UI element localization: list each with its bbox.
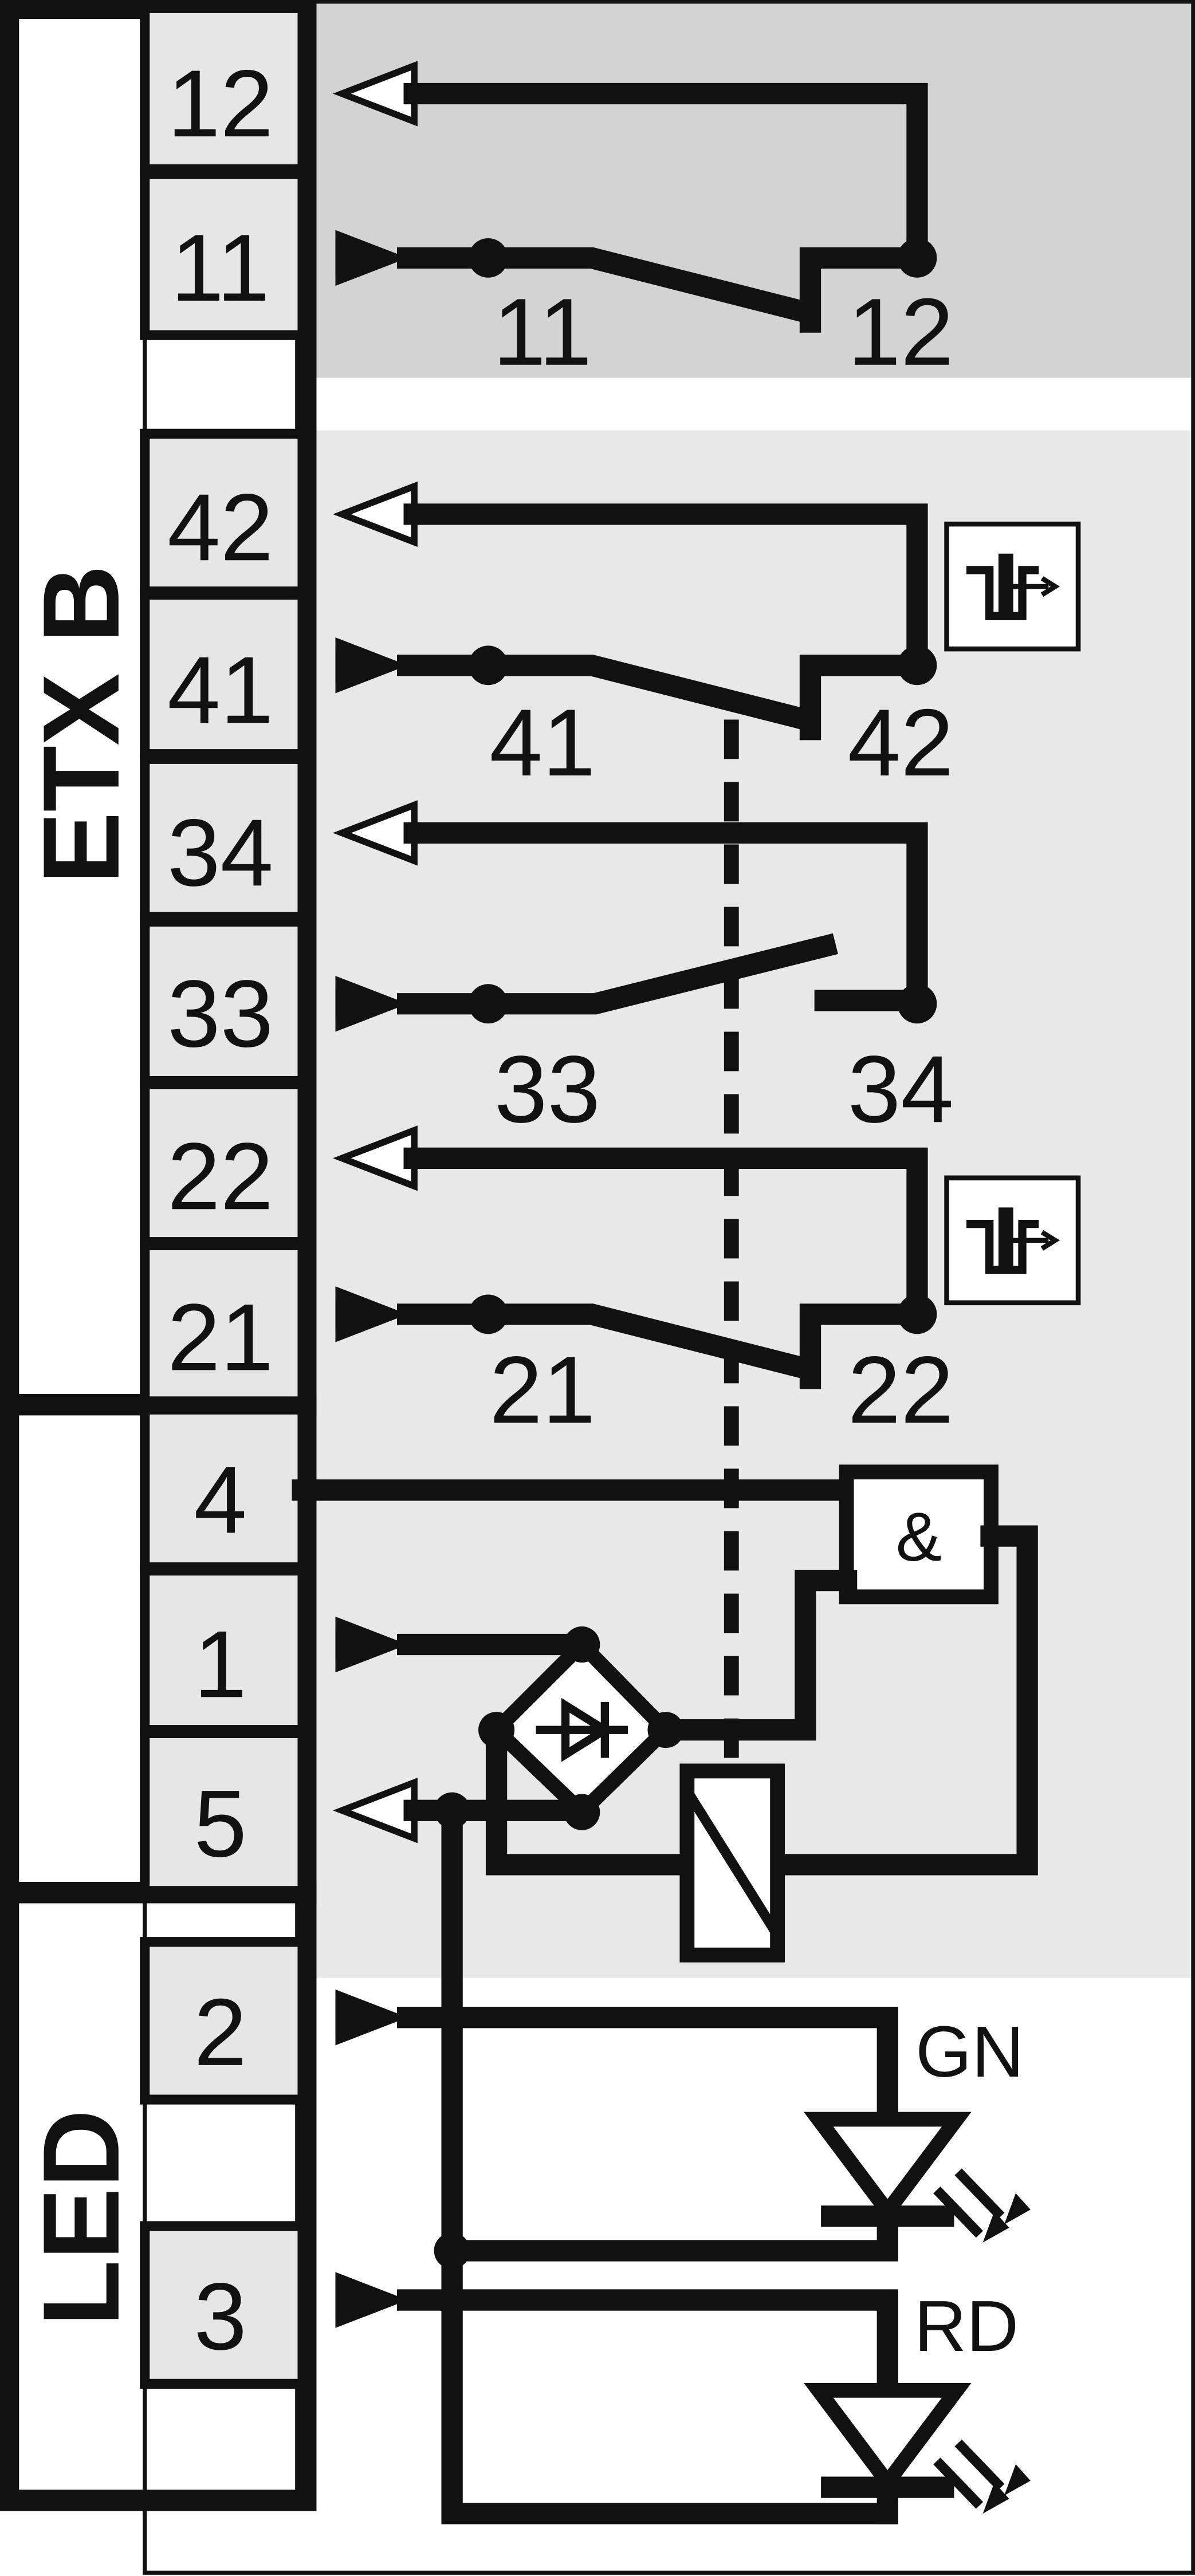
contact-11-12: 11 12 (397, 82, 954, 385)
node-11 (468, 238, 508, 278)
svg-text:41: 41 (167, 637, 273, 743)
svg-text:12: 12 (167, 50, 273, 157)
contact-label-11: 11 (493, 279, 592, 385)
node-22 (897, 1294, 937, 1334)
rectifier-bridge (397, 1626, 698, 1876)
and-gate: & (292, 1464, 1038, 1876)
solenoid-coil (679, 1763, 785, 1963)
contact-label-22: 22 (848, 1337, 954, 1443)
node-12 (897, 238, 937, 278)
node-41 (468, 645, 508, 686)
common-rail (441, 1799, 898, 2524)
terminal-22: 22 (140, 1079, 308, 1247)
bridge-node-top (564, 1626, 600, 1663)
contact-label-33: 33 (494, 1036, 600, 1143)
contact-label-12: 12 (848, 279, 954, 385)
auxiliary-contact-zone (304, 3, 1195, 378)
led-red: RD (397, 2286, 1031, 2524)
node-21 (468, 1294, 508, 1334)
input-arrow-3 (335, 2272, 408, 2328)
svg-text:21: 21 (167, 1284, 273, 1391)
terminal-5: 5 (140, 1728, 308, 1896)
led-green-label: GN (915, 2011, 1024, 2092)
terminal-12: 12 (140, 3, 308, 175)
input-arrow-1 (335, 1616, 408, 1673)
node-33 (468, 984, 508, 1024)
svg-text:42: 42 (167, 474, 273, 581)
svg-text:3: 3 (194, 2263, 247, 2370)
terminal-11: 11 (140, 169, 308, 340)
rail-node-top (434, 1792, 470, 1829)
led-label: LED (21, 2109, 142, 2326)
node-42 (897, 645, 937, 686)
input-arrow-2 (335, 1989, 408, 2046)
contact-label-42: 42 (848, 690, 954, 796)
svg-text:2: 2 (194, 1979, 247, 2086)
bridge-node-right (647, 1712, 684, 1748)
node-34 (897, 984, 937, 1024)
contact-33-34: 33 34 (397, 822, 954, 1143)
etx-b-label: ETX B (21, 565, 142, 884)
contact-label-41: 41 (489, 690, 595, 796)
contact-41-42: 41 42 (397, 503, 954, 796)
input-arrow-41 (335, 637, 408, 694)
svg-text:4: 4 (194, 1447, 247, 1553)
terminal-21: 21 (140, 1240, 308, 1407)
input-arrow-21 (335, 1286, 408, 1342)
led-red-label: RD (914, 2286, 1019, 2366)
svg-text:1: 1 (194, 1611, 247, 1718)
svg-text:11: 11 (171, 215, 270, 321)
terminal-33: 33 (140, 916, 308, 1086)
terminal-42: 42 (140, 428, 308, 597)
contact-label-21: 21 (489, 1337, 595, 1443)
slow-action-icon (947, 1178, 1078, 1303)
terminal-34: 34 (140, 754, 308, 922)
input-arrow-33 (335, 975, 408, 1032)
slow-action-icon (947, 524, 1078, 649)
contact-label-34: 34 (848, 1036, 954, 1143)
svg-text:33: 33 (167, 960, 273, 1067)
led-green: GN (397, 2007, 1031, 2262)
terminal-1: 1 (140, 1565, 308, 1735)
terminal-3: 3 (140, 2221, 308, 2389)
terminal-4: 4 (140, 1404, 308, 1573)
terminal-2: 2 (140, 1937, 308, 2105)
terminal-41: 41 (140, 589, 308, 759)
svg-text:5: 5 (194, 1771, 247, 1877)
input-arrow-11 (335, 230, 408, 286)
svg-text:34: 34 (167, 799, 273, 906)
svg-text:&: & (896, 1498, 942, 1575)
svg-text:22: 22 (167, 1123, 273, 1230)
